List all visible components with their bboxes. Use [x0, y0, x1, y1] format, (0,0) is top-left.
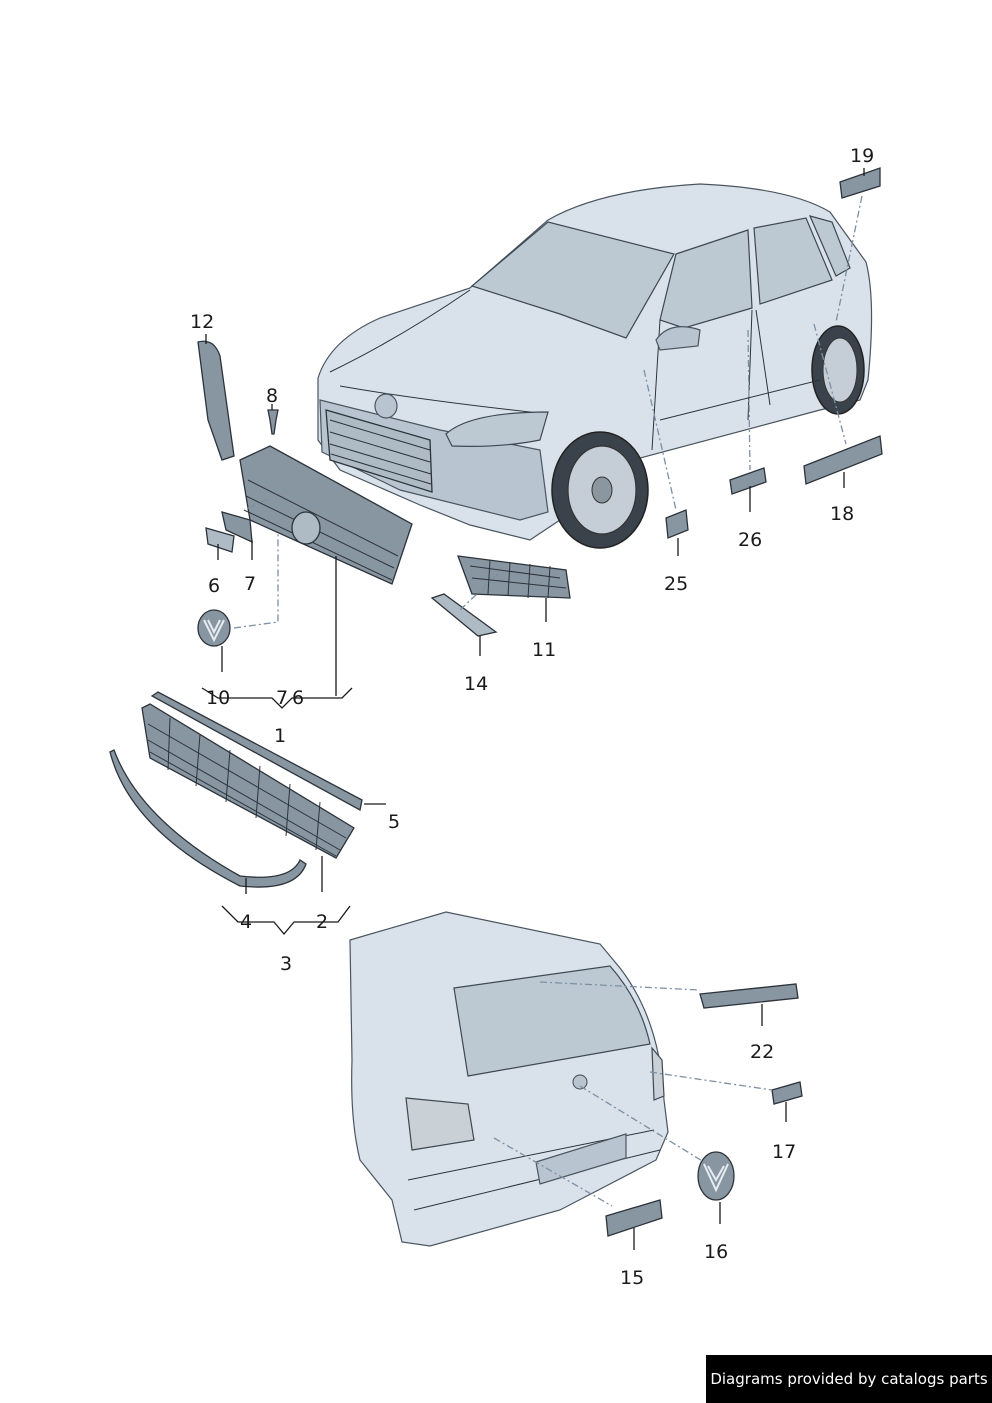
part-labels: 19 18 26 25 11 14 12 8 6 7 10 7 6 1 5 4 … [190, 145, 874, 1289]
label-6-group: 6 [292, 687, 304, 709]
label-7: 7 [244, 573, 256, 595]
label-26: 26 [738, 529, 762, 551]
part-2-lower-grille [141, 703, 355, 859]
label-14: 14 [464, 673, 488, 695]
label-18: 18 [830, 503, 854, 525]
label-11: 11 [532, 639, 556, 661]
label-3: 3 [280, 953, 292, 975]
leader-lines [201, 168, 865, 1250]
part-18-strip [803, 435, 883, 485]
part-6-insert [205, 527, 235, 553]
part-8-screw [267, 409, 279, 435]
front-car-illustration [317, 183, 873, 549]
part-22-strip [699, 983, 799, 1009]
label-6: 6 [208, 575, 220, 597]
label-16: 16 [704, 1241, 728, 1263]
label-10: 10 [206, 687, 230, 709]
rear-car-illustration [349, 911, 669, 1247]
label-17: 17 [772, 1141, 796, 1163]
part-25-strip [665, 509, 689, 539]
part-26-strip [729, 467, 767, 495]
part-12-frame [197, 340, 235, 461]
part-7-upper-grille [239, 445, 413, 585]
part-4-lower-trim [109, 749, 307, 888]
label-25: 25 [664, 573, 688, 595]
label-8: 8 [266, 385, 278, 407]
part-11-side-grille [457, 555, 571, 599]
label-5: 5 [388, 811, 400, 833]
label-19: 19 [850, 145, 874, 167]
part-16-emblem [697, 1151, 735, 1201]
label-22: 22 [750, 1041, 774, 1063]
part-14-trim-strip [430, 593, 498, 637]
label-7-group: 7 [276, 687, 288, 709]
part-15-strip [605, 1199, 663, 1237]
label-2: 2 [316, 911, 328, 933]
label-15: 15 [620, 1267, 644, 1289]
label-12: 12 [190, 311, 214, 333]
attribution-text: Diagrams provided by catalogs parts [710, 1370, 988, 1388]
part-19-strip [839, 167, 881, 199]
part-5-bumper-strip [150, 691, 363, 811]
part-10-emblem [197, 609, 231, 647]
attribution-banner: Diagrams provided by catalogs parts [706, 1355, 992, 1403]
part-17-strip [771, 1081, 803, 1105]
label-4: 4 [240, 911, 252, 933]
label-1: 1 [274, 725, 286, 747]
reference-lines [233, 195, 863, 1207]
